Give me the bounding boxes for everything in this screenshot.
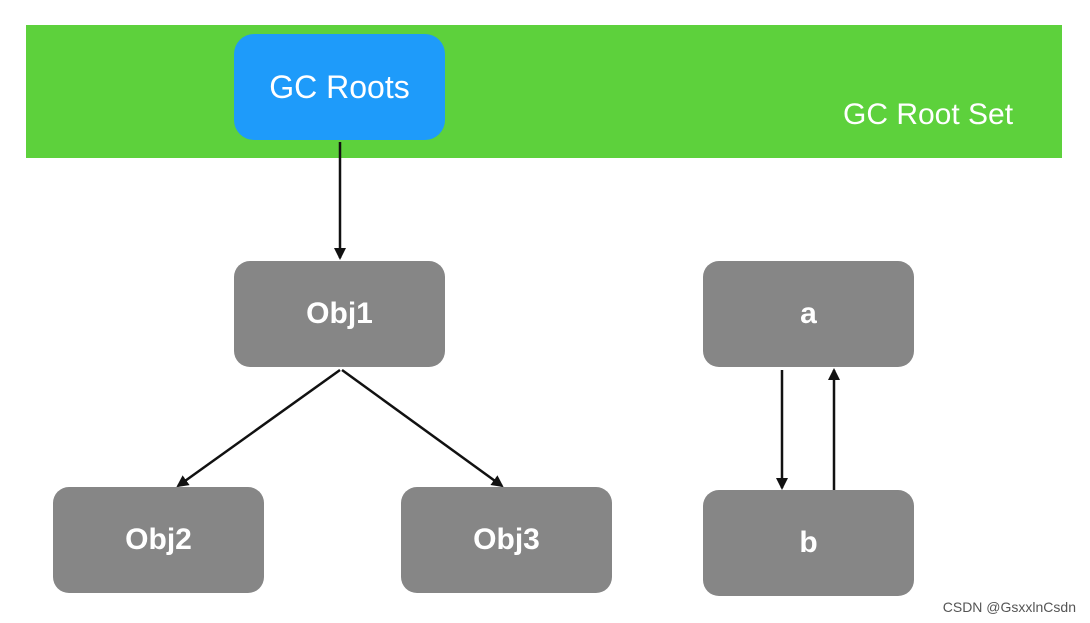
gc-root-set-band [26, 25, 1062, 158]
a-node: a [703, 261, 914, 367]
b-node: b [703, 490, 914, 596]
obj3-node: Obj3 [401, 487, 612, 593]
gc-roots-node: GC Roots [234, 34, 445, 140]
edge-obj1-to-obj2 [176, 368, 341, 488]
gc-root-set-label: GC Root Set [843, 98, 1014, 131]
obj1-node: Obj1 [234, 261, 445, 367]
watermark: CSDN @GsxxlnCsdn [942, 599, 1076, 615]
edge-obj1-to-obj3 [341, 368, 504, 488]
obj2-node: Obj2 [53, 487, 264, 593]
